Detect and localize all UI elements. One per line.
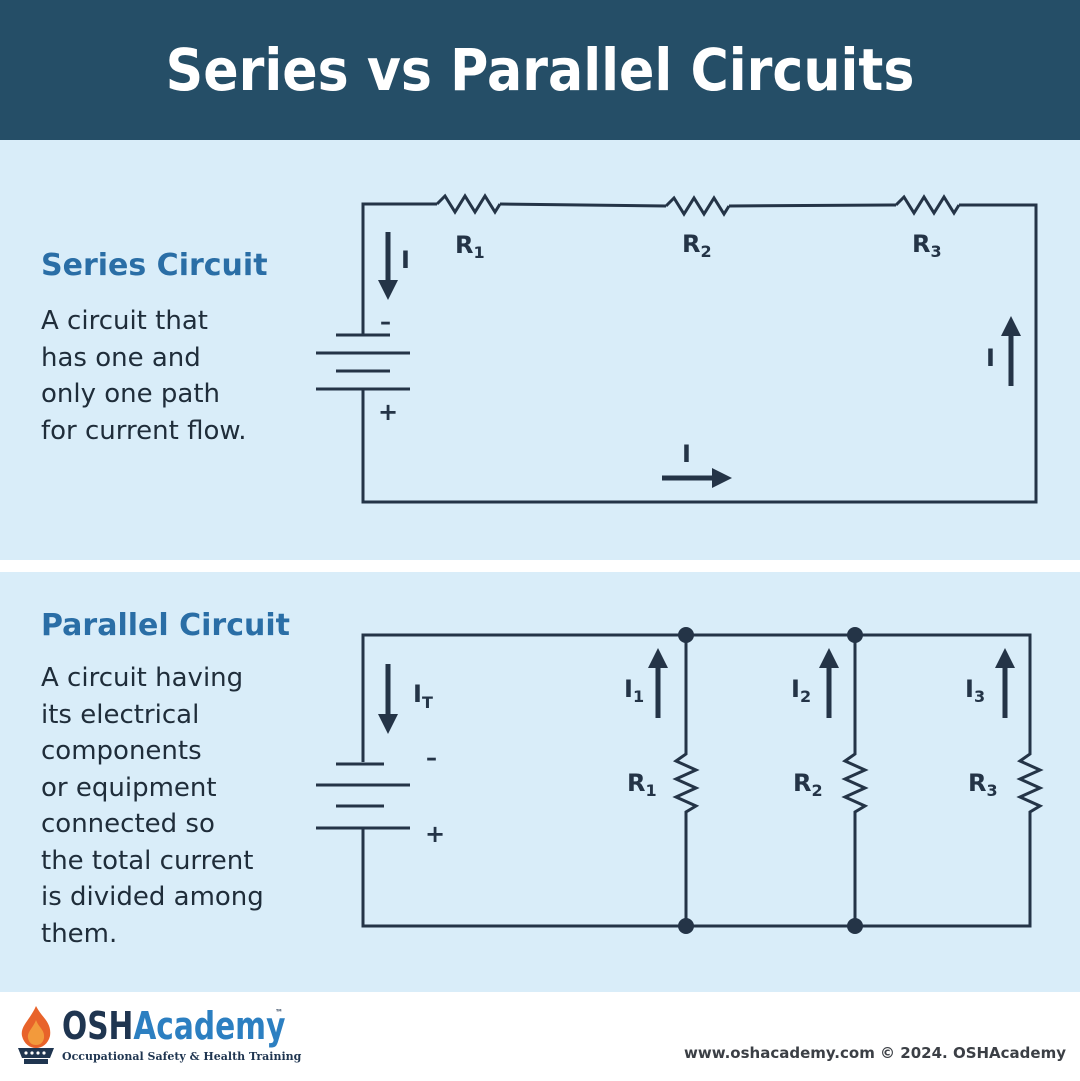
parallel-resistor-2 (841, 747, 869, 818)
series-circuit-diagram: – + R1 R2 R3 I I I (316, 193, 1038, 504)
parallel-resistor-1-label: R1 (627, 769, 657, 800)
parallel-heading: Parallel Circuit (41, 608, 290, 643)
header-banner: Series vs Parallel Circuits (0, 0, 1080, 140)
series-resistor-1 (435, 193, 502, 215)
parallel-panel: Parallel Circuit A circuit having its el… (0, 572, 1080, 992)
series-resistor-3-label: R3 (912, 230, 942, 261)
page-title: Series vs Parallel Circuits (165, 36, 915, 104)
parallel-wires (361, 633, 1032, 928)
parallel-resistor-3-label: R3 (968, 769, 998, 800)
oshacademy-logo: OSHAcademy ™ Occupational Safety & Healt… (12, 1004, 301, 1074)
parallel-branch-1-current-label: I1 (624, 675, 644, 706)
series-resistor-1-label: R1 (455, 231, 485, 262)
series-resistor-3 (894, 194, 961, 216)
parallel-circuit-diagram: – + IT I1 I2 I3 R1 R2 R3 (316, 627, 1044, 934)
logo-trademark: ™ (275, 1008, 283, 1017)
series-description: A circuit that has one and only one path… (41, 306, 247, 446)
series-resistor-2-label: R2 (682, 230, 712, 261)
parallel-battery-positive: + (425, 820, 445, 848)
footer-credit: www.oshacademy.com © 2024. OSHAcademy (684, 1044, 1066, 1062)
series-panel: Series Circuit A circuit that has one an… (0, 140, 1080, 560)
parallel-battery (316, 762, 410, 830)
series-current-label-right: I (986, 344, 995, 372)
series-heading: Series Circuit (41, 248, 268, 283)
series-battery (316, 333, 410, 391)
series-current-label-bottom: I (682, 440, 691, 468)
parallel-branch-3-current-label: I3 (965, 675, 985, 706)
series-battery-positive: + (378, 398, 398, 426)
logo-tagline: Occupational Safety & Health Training (62, 1050, 302, 1063)
parallel-branch-2-current-label: I2 (791, 675, 811, 706)
parallel-resistor-2-label: R2 (793, 769, 823, 800)
series-battery-negative: – (380, 310, 391, 335)
parallel-description: A circuit having its electrical componen… (41, 663, 264, 949)
parallel-battery-negative: – (426, 746, 437, 771)
parallel-total-current-label: IT (413, 680, 433, 712)
parallel-resistor-3 (1016, 747, 1044, 818)
series-current-label-left: I (401, 246, 410, 274)
flame-torch-icon (18, 1006, 54, 1064)
series-resistor-2 (664, 195, 731, 217)
series-wires (361, 202, 1038, 504)
parallel-junctions (678, 627, 863, 934)
logo-wordmark: OSHAcademy (62, 1004, 286, 1048)
parallel-resistor-1 (672, 747, 700, 818)
